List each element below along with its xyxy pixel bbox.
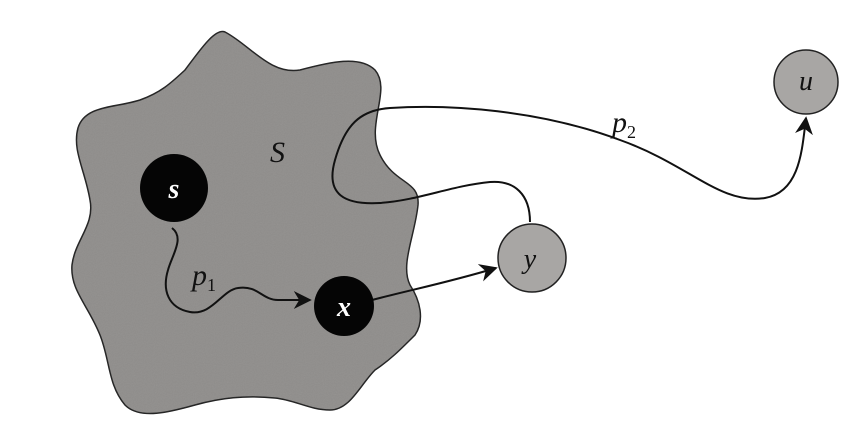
vertex-x	[314, 276, 374, 336]
vertex-x-label: x	[336, 292, 351, 323]
edge-x-to-y	[371, 264, 498, 301]
vertex-y-label: y	[521, 244, 537, 275]
vertex-s-label: s	[168, 174, 180, 205]
vertex-u-label: u	[799, 66, 813, 97]
vertex-y	[497, 223, 567, 293]
path-p1-curve	[164, 227, 312, 314]
path-p1-label: p1	[190, 259, 216, 295]
region-texture	[71, 31, 421, 414]
vertex-s	[140, 154, 208, 222]
path-p2-label: p2	[610, 106, 636, 142]
vertex-u	[773, 49, 839, 115]
region-label: S	[270, 136, 285, 169]
path-p2-curve	[331, 105, 813, 223]
